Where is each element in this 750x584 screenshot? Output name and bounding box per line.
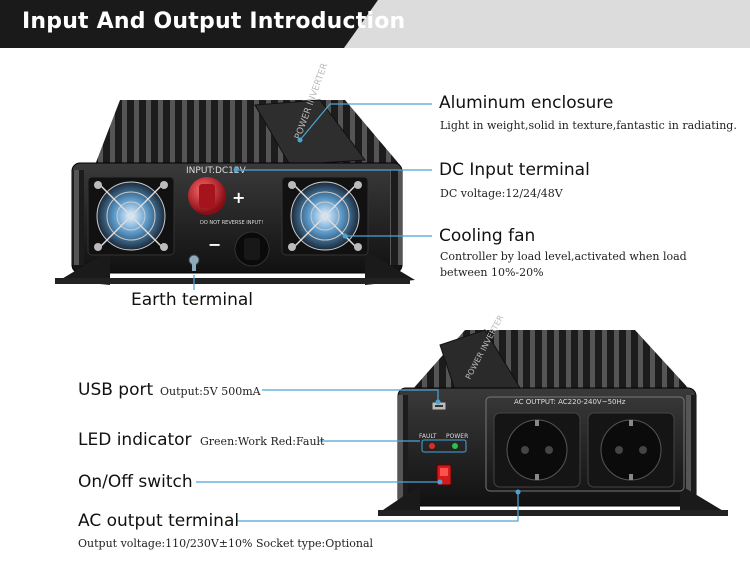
- usb-port-title: USB port: [78, 380, 154, 400]
- top-inverter: POWER INVERTER: [55, 62, 415, 285]
- earth-screw-icon: [188, 254, 200, 271]
- ac-output-label: AC OUTPUT: AC220-240V~50Hz: [514, 398, 626, 406]
- led-indicator-title: LED indicator: [78, 430, 192, 450]
- reverse-warning: DO NOT REVERSE INPUT!: [200, 220, 263, 226]
- cooling-fan-desc-2: between 10%-20%: [440, 266, 544, 279]
- leader-lines: [193, 103, 519, 522]
- dc-positive-terminal-icon: [188, 177, 226, 215]
- ac-socket-icon: [493, 412, 581, 488]
- fault-label: FAULT: [419, 433, 437, 440]
- aluminum-enclosure-desc: Light in weight,solid in texture,fantast…: [440, 119, 737, 132]
- ac-socket-icon: [587, 412, 675, 488]
- cooling-fan-desc-1: Controller by load level,activated when …: [440, 250, 687, 263]
- page-title: Input And Output Introduction: [22, 9, 406, 34]
- earth-terminal-title: Earth terminal: [131, 290, 254, 310]
- power-label: POWER: [446, 433, 468, 440]
- minus-sign: −: [208, 235, 221, 254]
- aluminum-enclosure-title: Aluminum enclosure: [439, 93, 614, 113]
- ac-output-desc: Output voltage:110/230V±10% Socket type:…: [78, 537, 374, 550]
- fault-led-icon: [429, 443, 435, 449]
- right-fan-icon: [281, 176, 369, 256]
- input-dc-label: INPUT:DC12V: [186, 166, 247, 176]
- led-indicator-desc: Green:Work Red:Fault: [200, 435, 325, 448]
- ac-output-title: AC output terminal: [78, 511, 240, 531]
- dc-negative-terminal-icon: [234, 231, 270, 267]
- onoff-switch-title: On/Off switch: [78, 472, 193, 492]
- dc-input-desc: DC voltage:12/24/48V: [440, 187, 563, 200]
- power-led-icon: [452, 443, 458, 449]
- plus-sign: +: [232, 188, 245, 207]
- usb-port-desc: Output:5V 500mA: [160, 385, 261, 398]
- cooling-fan-title: Cooling fan: [439, 226, 536, 246]
- header-tab: [0, 0, 378, 48]
- leader-dots: [233, 137, 521, 495]
- left-fan-icon: [87, 176, 175, 256]
- dc-input-title: DC Input terminal: [439, 160, 590, 180]
- bottom-inverter: POWER INVERTER AC OUTPUT: AC220-240V~50H…: [378, 313, 728, 516]
